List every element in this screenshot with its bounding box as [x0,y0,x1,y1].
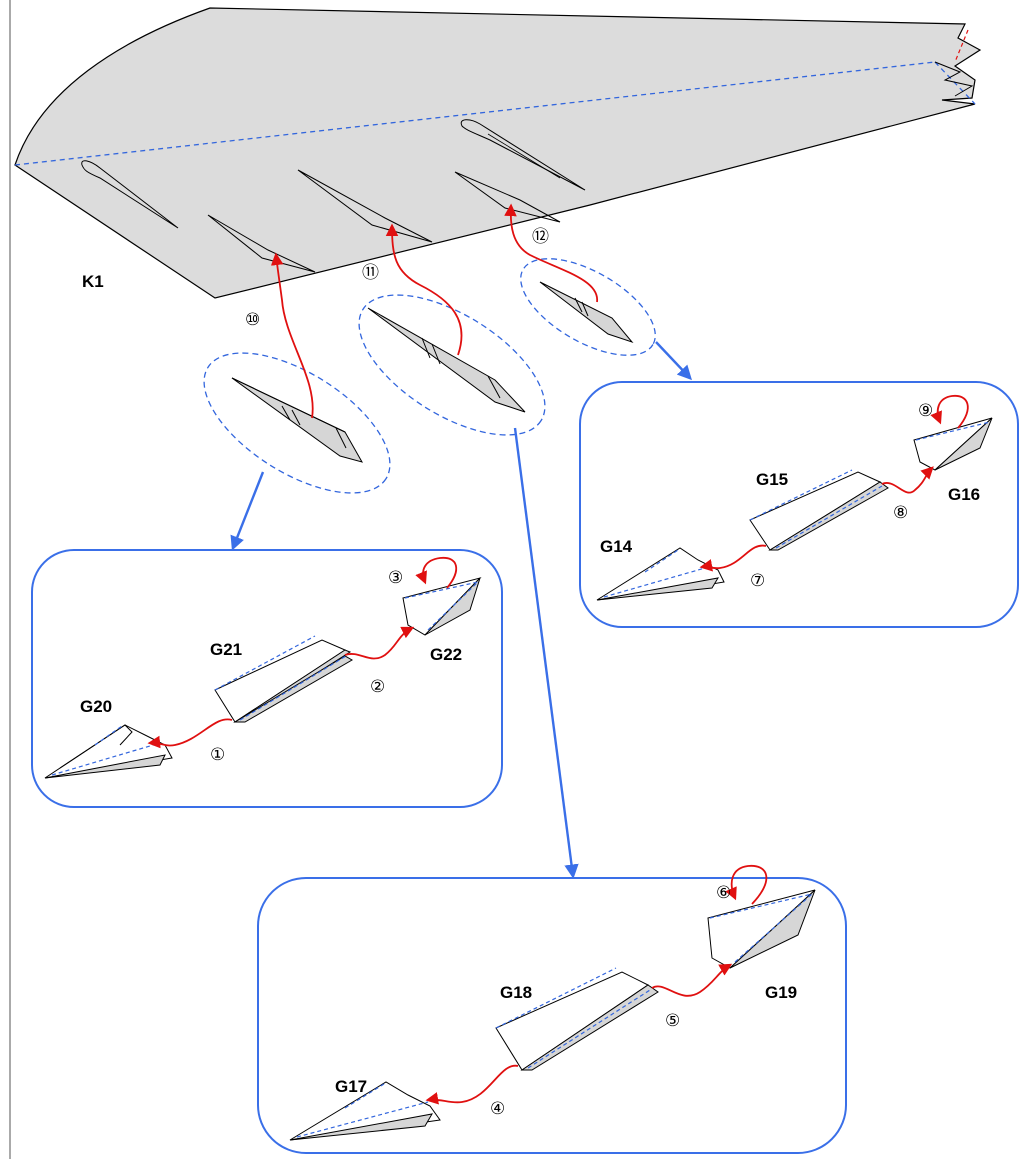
step-2-label: ② [370,677,385,697]
part-left [203,352,391,494]
label-g17: G17 [335,1077,367,1096]
wing-label: K1 [82,272,104,291]
box-left-subassembly [31,549,503,808]
label-g22: G22 [430,645,462,664]
step-8-label: ⑧ [893,503,908,523]
label-g20: G20 [80,697,112,716]
box-bottom-subassembly [257,865,847,1154]
step-9-label: ⑨ [918,401,933,421]
step-11-label: ⑪ [362,263,379,283]
box-right-subassembly [579,381,1019,628]
part-center [358,294,546,436]
label-g21: G21 [210,640,242,659]
step-3-label: ③ [388,568,403,588]
label-g18: G18 [500,983,532,1002]
part-right [520,258,656,356]
wing-k1 [14,7,982,299]
label-g14: G14 [600,537,633,556]
step-5-label: ⑤ [665,1011,680,1031]
label-g15: G15 [756,470,788,489]
wing-insert-arrows [270,203,598,419]
group-connectors [230,341,692,879]
step-7-label: ⑦ [750,571,765,591]
label-g16: G16 [948,485,980,504]
step-6-label: ⑥ [716,883,731,903]
step-12-label: ⑫ [532,227,549,247]
step-1-label: ① [210,745,225,765]
step-10-label: ⑩ [245,310,260,330]
label-g19: G19 [765,983,797,1002]
step-4-label: ④ [490,1099,505,1119]
